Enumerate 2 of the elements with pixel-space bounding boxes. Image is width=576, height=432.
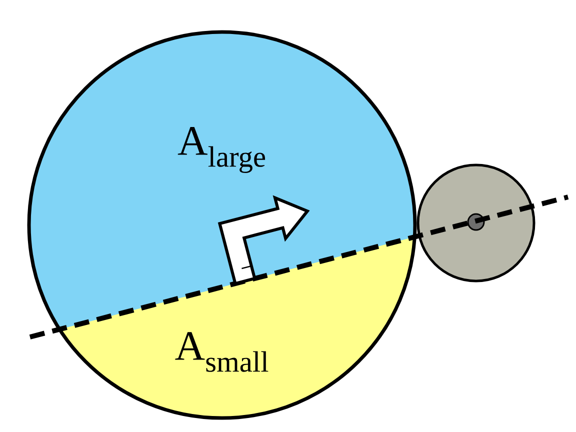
region-label: A$_{small}$ [175, 332, 268, 372]
region-label: A$_{large}$ [178, 127, 266, 173]
